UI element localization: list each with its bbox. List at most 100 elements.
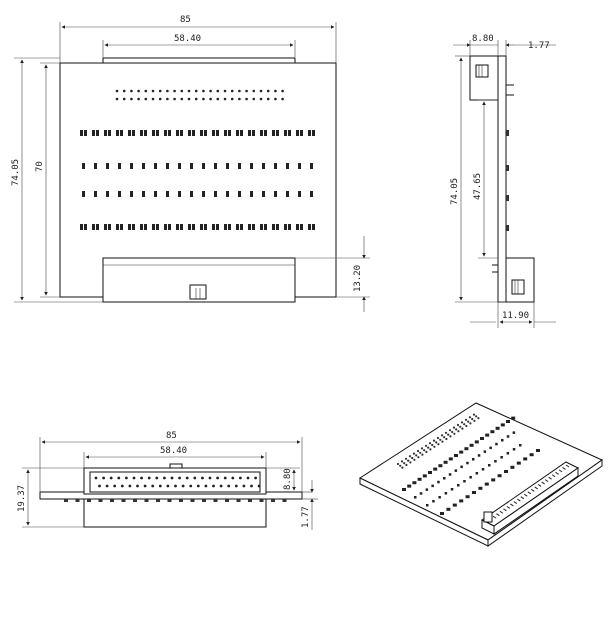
smd-pad (250, 191, 253, 197)
smd-pad (296, 224, 299, 230)
side-dim-height-inner: 47.65 (473, 173, 483, 200)
iso-header-dot (403, 462, 406, 465)
iso-smd-part (519, 444, 522, 447)
iso-smd-part (510, 465, 515, 469)
smd-pad (178, 191, 181, 197)
smd-pad (190, 163, 193, 169)
smd-pad (284, 130, 287, 136)
smd-pad (212, 130, 215, 136)
connector-pin (158, 484, 162, 488)
iso-smd-part (440, 512, 444, 515)
smd-pad (274, 163, 277, 169)
smd-pad (176, 130, 179, 136)
iso-header-dot (440, 434, 444, 437)
iso-smd-part (463, 480, 466, 483)
smd-pad (132, 130, 135, 136)
iso-header-dot (463, 423, 466, 426)
smd-pad (84, 224, 87, 230)
header-pin-dot (209, 97, 212, 101)
connector-pin (147, 476, 151, 480)
smd-pad (120, 224, 123, 230)
iso-smd-part (443, 460, 448, 464)
smd-pad (288, 130, 291, 136)
iso-connector-pin (541, 481, 545, 485)
iso-connector-pin (534, 486, 538, 490)
smd-pad (228, 224, 231, 230)
smd-pad (96, 130, 99, 136)
iso-header-dot (459, 425, 462, 428)
smd-pad (298, 191, 301, 197)
iso-smd-part (417, 477, 422, 481)
connector-pin (189, 484, 193, 488)
bottom-view: 85 58.40 19.37 8.80 1.77 (17, 431, 318, 530)
iso-connector-pin (548, 476, 552, 480)
header-pin-dot (144, 97, 148, 101)
smd-pad (156, 130, 159, 136)
iso-smd-part (407, 484, 412, 488)
header-pin-dot (173, 89, 176, 93)
iso-connector-pin (527, 491, 532, 495)
iso-connector-pin (558, 469, 563, 473)
connector-pin (204, 484, 208, 488)
solder-bump (75, 499, 80, 502)
iso-connector-pin (565, 464, 570, 468)
iso-header-dot (477, 417, 480, 420)
connector-pin (113, 484, 117, 488)
bottom-dim-height-total: 19.37 (17, 485, 27, 512)
header-pin-dot (180, 89, 184, 93)
iso-smd-part (512, 431, 516, 434)
side-dim-pin-offset: 1.77 (528, 41, 550, 51)
iso-smd-part (511, 416, 516, 420)
header-pin-dot (245, 97, 248, 101)
connector-pin (155, 476, 159, 480)
connector-pin (181, 484, 185, 488)
header-pin-dot (266, 97, 270, 101)
smd-pad (92, 224, 95, 230)
solder-bump (110, 499, 114, 502)
bottom-dim-connector-width: 58.40 (160, 446, 187, 456)
smd-pad (128, 224, 131, 230)
iso-header-dot (409, 461, 412, 464)
smd-pad (168, 130, 171, 136)
header-pin-dot (144, 89, 148, 93)
iso-header-dot (420, 447, 424, 450)
smd-pad (82, 191, 85, 197)
iso-smd-part (469, 476, 472, 479)
iso-smd-part (494, 460, 497, 463)
iso-smd-part (501, 439, 504, 442)
header-pin-dot (158, 97, 162, 101)
iso-smd-part (529, 453, 534, 457)
smd-pad (216, 224, 219, 230)
smd-pad (296, 130, 299, 136)
smd-pad (118, 163, 121, 169)
connector-pin (136, 484, 139, 488)
smd-pad (308, 224, 311, 230)
smd-pad (192, 224, 195, 230)
smd-pad (312, 224, 315, 230)
iso-header-dot (399, 464, 402, 467)
solder-bump (225, 499, 229, 502)
header-pin-dot (137, 89, 140, 93)
smd-pad (310, 163, 313, 169)
connector-pin (254, 476, 257, 480)
connector-pin (120, 484, 124, 488)
smd-pad (118, 191, 121, 197)
smd-pad (228, 130, 231, 136)
header-pin-dot (230, 97, 234, 101)
iso-header-dot (471, 417, 474, 421)
iso-header-dot (411, 456, 414, 460)
iso-smd-part (454, 454, 458, 457)
side-view: 8.80 1.77 74.05 47.65 11.90 (450, 34, 556, 328)
side-top-connector (469, 55, 499, 101)
iso-smd-part (425, 488, 429, 491)
iso-header-dot (417, 456, 420, 459)
iso-smd-part (488, 464, 491, 467)
front-dim-connector-width: 58.40 (174, 34, 201, 44)
iso-header-dot (468, 416, 472, 419)
smd-pad (176, 224, 179, 230)
smd-pad (154, 191, 157, 197)
smd-pad (106, 163, 109, 169)
header-pin-dot (130, 97, 133, 101)
header-pin-dot (259, 97, 263, 101)
smd-pad (238, 163, 241, 169)
